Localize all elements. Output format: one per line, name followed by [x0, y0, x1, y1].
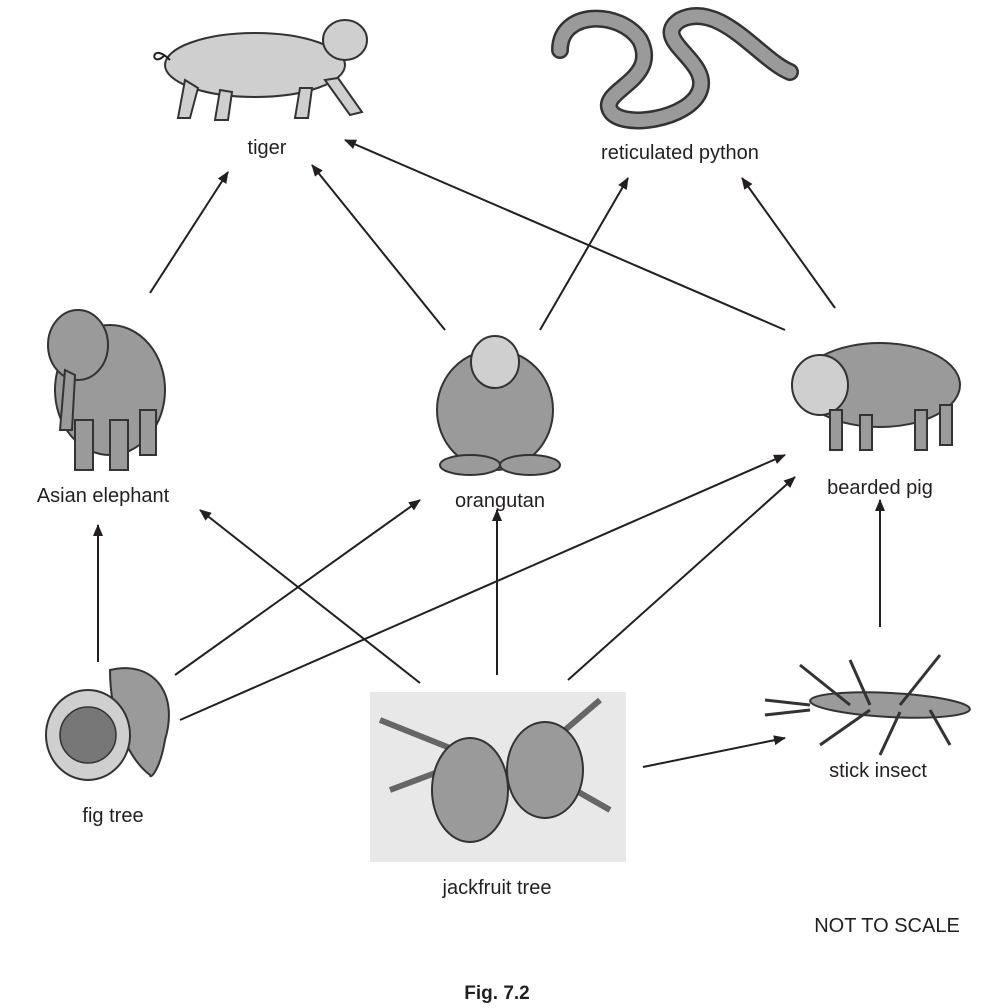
orangutan-illustration — [436, 335, 561, 476]
arrow-orangutan-to-tiger — [311, 164, 446, 331]
arrow-jackfruit-to-elephant — [199, 509, 421, 684]
label-elephant: Asian elephant — [37, 485, 170, 507]
label-pig: bearded pig — [827, 477, 933, 499]
jackfruit-illustration — [370, 692, 626, 862]
python-illustration — [551, 7, 799, 130]
arrow-jackfruit-to-stick-insect — [642, 735, 786, 768]
elephant-illustration — [47, 309, 166, 471]
arrow-fig-to-pig — [179, 454, 786, 721]
arrow-pig-to-tiger — [344, 139, 786, 331]
arrow-jackfruit-to-pig — [567, 476, 796, 681]
fig-illustration — [45, 667, 170, 781]
label-tiger: tiger — [248, 137, 287, 159]
arrow-pig-to-python — [741, 177, 836, 309]
tiger-illustration — [153, 19, 368, 121]
arrow-orangutan-to-python — [539, 177, 629, 331]
arrow-elephant-to-tiger — [149, 171, 229, 294]
label-stick-insect: stick insect — [829, 760, 927, 782]
label-jackfruit: jackfruit tree — [442, 877, 552, 899]
label-fig: fig tree — [82, 805, 143, 827]
stick-insect-illustration — [764, 654, 971, 756]
label-orangutan: orangutan — [455, 490, 545, 512]
figure-caption: Fig. 7.2 — [464, 983, 529, 1004]
not-to-scale-note: NOT TO SCALE — [814, 915, 960, 937]
bearded-pig-illustration — [791, 342, 961, 451]
label-python: reticulated python — [601, 142, 759, 164]
